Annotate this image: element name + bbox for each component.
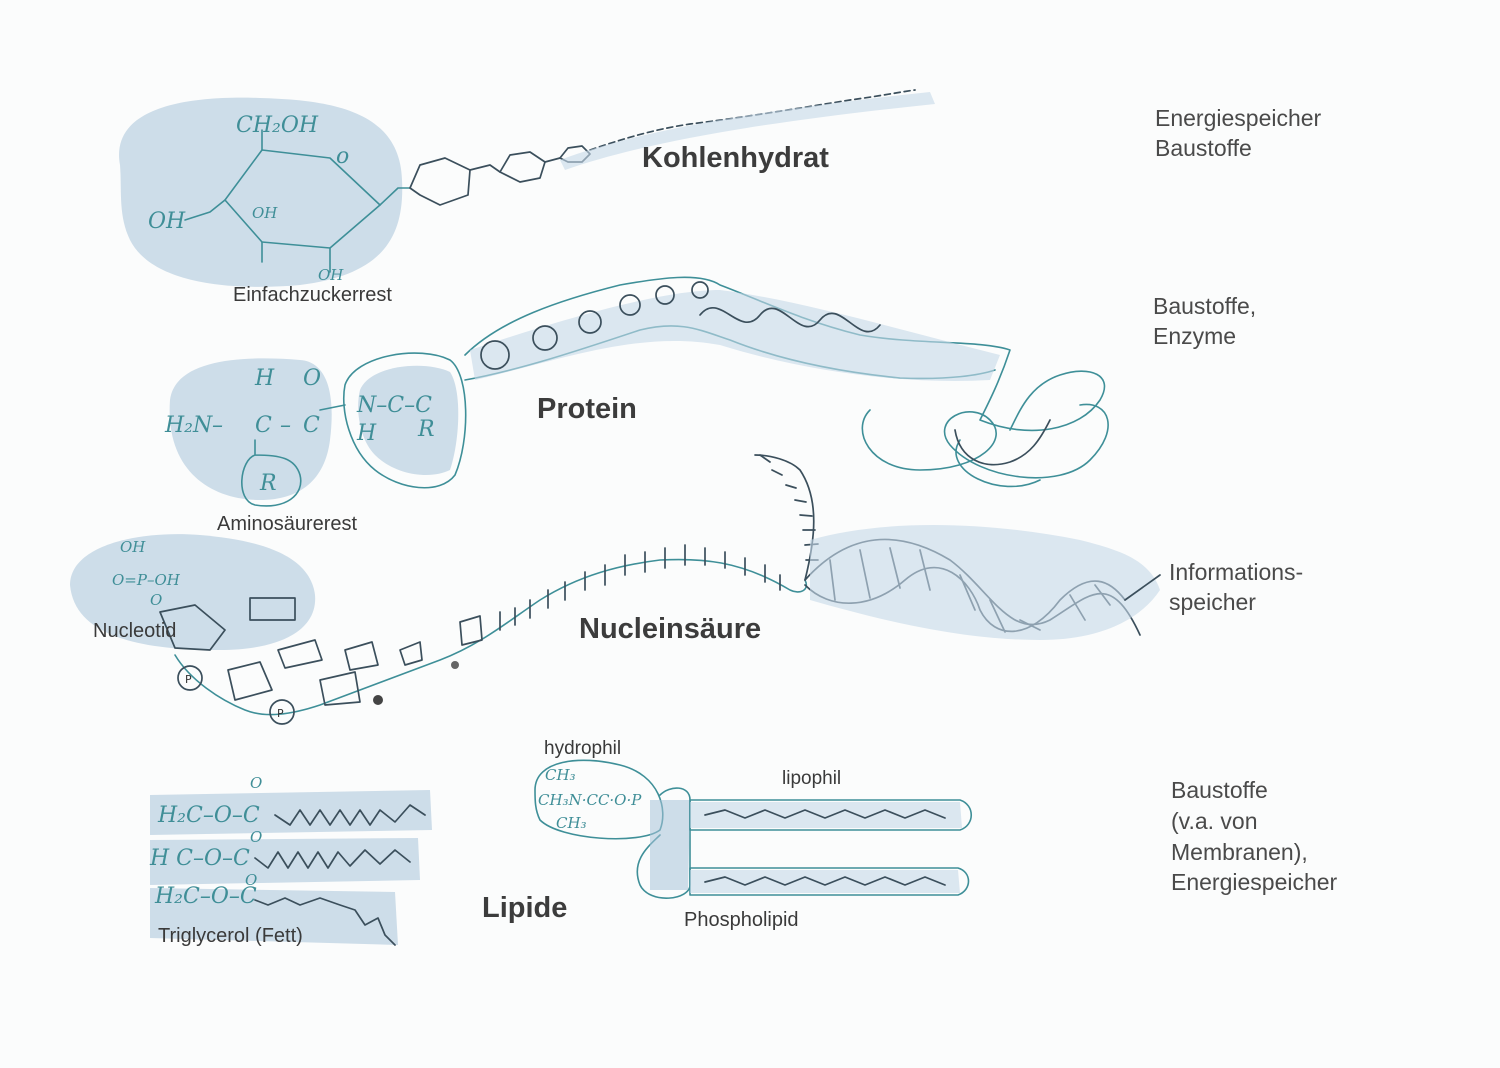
svg-text:o: o — [336, 144, 349, 169]
nucleic-acid-unit-label: Nucleotid — [93, 620, 176, 642]
nucleic-acid-title: Nucleinsäure — [579, 613, 761, 645]
svg-text:R: R — [259, 471, 277, 496]
protein-role-line: Baustoffe, — [1153, 293, 1256, 319]
nucleic-acid-role-line: speicher — [1169, 589, 1256, 615]
protein-role-line: Enzyme — [1153, 323, 1236, 349]
hydrophilic-label: hydrophil — [544, 738, 621, 759]
svg-text:N–C–C: N–C–C — [356, 393, 432, 418]
folded-loops — [861, 403, 1109, 488]
svg-text:P: P — [185, 673, 192, 686]
carbohydrate-unit-label: Einfachzuckerrest — [233, 284, 392, 306]
svg-text:H₂C–O–C: H₂C–O–C — [154, 884, 257, 909]
lipids-role-line: Energiespeicher — [1171, 869, 1338, 895]
phospholipid-tail-lower — [689, 867, 970, 896]
nucleic-acid-role-line: Informations- — [1169, 559, 1303, 585]
sugar-wash-blob — [119, 97, 403, 287]
nucleic-acid-drawing: OH O=P–OH O P P — [70, 454, 1161, 725]
svg-text:CH₃N·CC·O·P: CH₃N·CC·O·P — [538, 791, 642, 809]
svg-text:H₂C–O–C: H₂C–O–C — [157, 803, 260, 828]
carbohydrate-role-line: Baustoffe — [1155, 135, 1252, 161]
svg-text:–: – — [212, 413, 223, 438]
svg-text:H: H — [254, 366, 275, 391]
sugar-chain-link — [499, 151, 546, 183]
alpha-helix — [699, 307, 881, 333]
svg-text:O=P–OH: O=P–OH — [112, 571, 181, 589]
svg-text:OH: OH — [148, 209, 186, 234]
svg-text:C: C — [255, 413, 272, 438]
svg-text:H₂N: H₂N — [164, 413, 213, 438]
nucleotide-wash-blob — [70, 534, 316, 650]
lipids-role-line: Membranen), — [1171, 839, 1308, 865]
role-column: Energiespeicher Baustoffe Baustoffe, Enz… — [1153, 105, 1338, 895]
svg-text:H: H — [356, 421, 377, 446]
peptide-unit-blob — [343, 352, 467, 489]
svg-text:H C–O–C: H C–O–C — [149, 846, 250, 871]
protein-drawing: H₂N – H C – O C R N–C–C H R — [164, 276, 1109, 507]
svg-text:O: O — [303, 366, 321, 391]
triglyceride-label: Triglycerol (Fett) — [158, 925, 303, 947]
svg-text:CH₃: CH₃ — [545, 766, 576, 784]
protein-unit-label: Aminosäurerest — [217, 513, 358, 535]
nucleic-acid-backbone — [174, 558, 808, 716]
ladder-rungs — [499, 544, 781, 631]
lipids-drawing: O H₂C–O–C O H C–O–C O H₂C–O–C CH₃ CH₃N·C… — [149, 759, 973, 946]
carbohydrate-drawing: CH₂OH o OH OH OH — [119, 89, 935, 287]
svg-text:CH₃: CH₃ — [556, 814, 587, 832]
residue-r-blob — [241, 439, 302, 507]
polypeptide-chain — [464, 276, 1106, 432]
lipids-title: Lipide — [482, 892, 567, 924]
svg-text:O: O — [250, 828, 262, 846]
lipophilic-label: lipophil — [782, 768, 841, 789]
triglyceride-wash-blob — [150, 790, 432, 945]
lipids-role-line: (v.a. von — [1171, 808, 1258, 834]
sugar-chain-link — [409, 157, 471, 206]
svg-text:R: R — [417, 417, 435, 442]
amino-acid-wash-blob — [169, 358, 332, 500]
carbohydrate-role-line: Energiespeicher — [1155, 105, 1322, 131]
svg-text:C: C — [303, 413, 320, 438]
svg-text:CH₂OH: CH₂OH — [236, 113, 319, 138]
phospholipid-label: Phospholipid — [684, 909, 799, 931]
svg-text:O: O — [150, 591, 162, 609]
lipids-role-line: Baustoffe — [1171, 777, 1268, 803]
svg-text:–: – — [280, 413, 291, 438]
carbohydrate-title: Kohlenhydrat — [642, 142, 829, 174]
svg-text:P: P — [277, 707, 284, 720]
svg-text:O: O — [245, 871, 257, 889]
svg-text:OH: OH — [318, 266, 344, 284]
svg-text:O: O — [250, 774, 262, 792]
svg-text:OH: OH — [252, 204, 278, 222]
phospholipid-tail-upper — [689, 799, 973, 831]
protein-title: Protein — [537, 393, 637, 425]
svg-text:OH: OH — [120, 538, 146, 556]
